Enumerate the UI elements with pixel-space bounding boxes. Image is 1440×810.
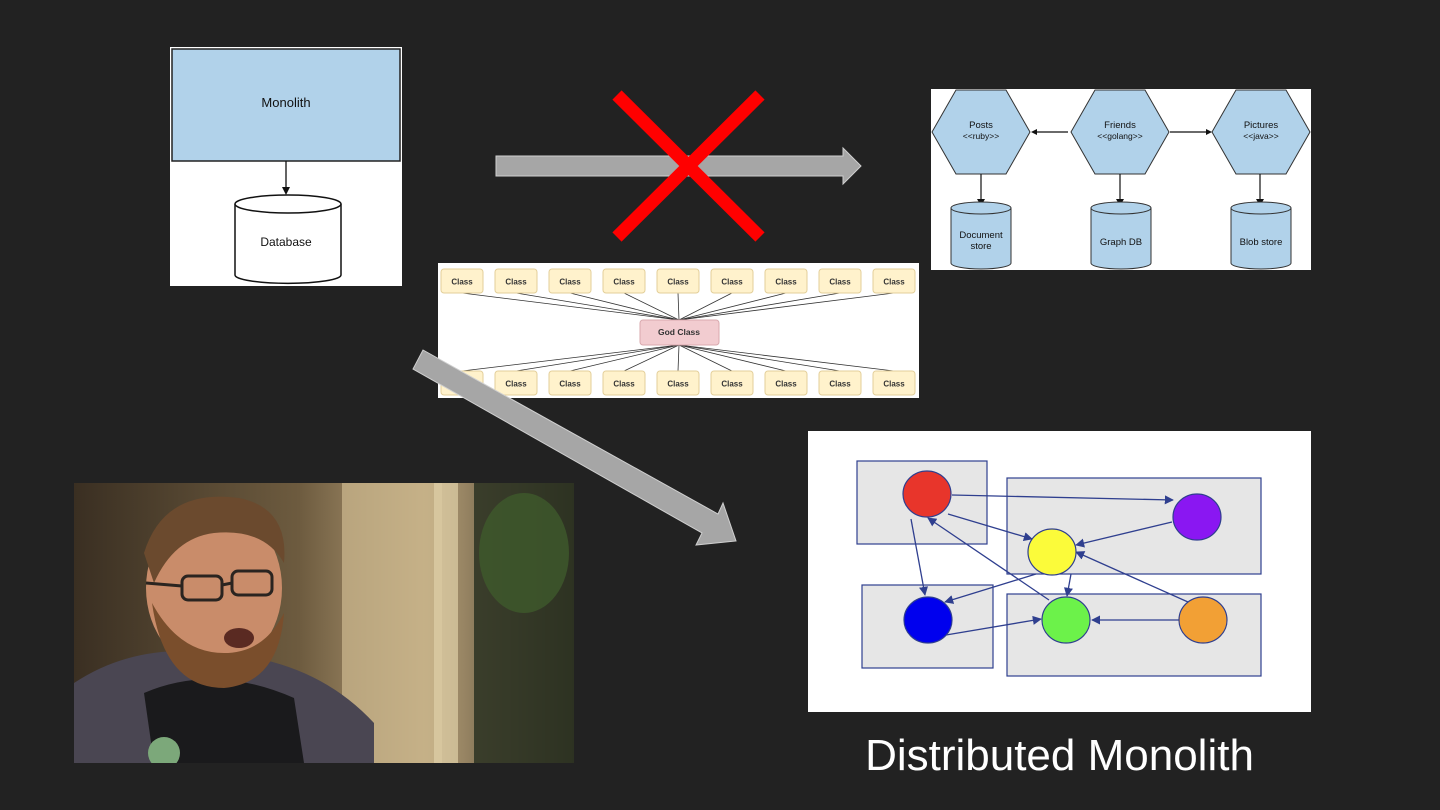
- store-label: Blob store: [1240, 237, 1283, 248]
- dependency-edge: [461, 344, 680, 372]
- service-tech: <<ruby>>: [963, 131, 999, 141]
- dependency-edge: [678, 292, 787, 321]
- node-blue: [903, 596, 953, 644]
- monolith-diagram: Monolith Database: [170, 47, 402, 286]
- class-label: Class: [667, 380, 689, 389]
- dependency-edge: [515, 344, 680, 372]
- dependency-edge: [677, 292, 680, 321]
- service-pictures: Pictures <<java>>: [1211, 89, 1311, 175]
- dependency-edge: [677, 344, 680, 372]
- bottom-class-box: [764, 370, 808, 396]
- store-label-2: store: [970, 241, 991, 252]
- node-green: [1041, 596, 1091, 644]
- bottom-class-box: [494, 370, 538, 396]
- dependency-edge: [678, 344, 787, 372]
- class-label: Class: [667, 278, 689, 287]
- top-class-box: [710, 268, 754, 294]
- dependency-edge: [623, 344, 680, 372]
- service-tech: <<golang>>: [1097, 131, 1142, 141]
- bottom-class-box: [602, 370, 646, 396]
- bottom-class-box: [656, 370, 700, 396]
- store-label: Graph DB: [1100, 237, 1142, 248]
- store-label: Document: [959, 230, 1003, 241]
- class-label: Class: [721, 380, 743, 389]
- top-class-box: [548, 268, 592, 294]
- service-name: Pictures: [1244, 120, 1279, 131]
- class-label: Class: [775, 380, 797, 389]
- service-posts: Posts <<ruby>>: [931, 89, 1031, 175]
- god-class-box: [639, 319, 720, 346]
- class-label: Class: [775, 278, 797, 287]
- class-label: Class: [613, 380, 635, 389]
- datastore-graph: Graph DB: [1090, 201, 1152, 270]
- right-arrow: [495, 146, 862, 186]
- class-label: Class: [829, 278, 851, 287]
- monolith-label: Monolith: [261, 95, 310, 110]
- surprised-man-photo: [74, 483, 574, 763]
- class-label: Class: [505, 380, 527, 389]
- caption: Distributed Monolith: [865, 731, 1254, 780]
- service-name: Friends: [1104, 120, 1136, 131]
- bottom-class-box: [818, 370, 862, 396]
- top-class-box: [602, 268, 646, 294]
- dependency-edge: [569, 344, 680, 372]
- node-purple: [1172, 493, 1222, 541]
- top-class-box: [494, 268, 538, 294]
- microservices-diagram: Posts <<ruby>> Friends <<golang>> Pictur…: [931, 89, 1311, 270]
- node-red: [902, 470, 952, 518]
- service-name: Posts: [969, 120, 993, 131]
- top-class-box: [764, 268, 808, 294]
- bottom-class-box: [710, 370, 754, 396]
- dependency-edge: [515, 292, 680, 321]
- service-tech: <<java>>: [1243, 131, 1278, 141]
- dependency-edge: [678, 344, 733, 372]
- top-class-box: [872, 268, 916, 294]
- class-label: Class: [721, 278, 743, 287]
- class-label: Class: [883, 380, 905, 389]
- class-label: Class: [613, 278, 635, 287]
- distributed-monolith-diagram: [808, 431, 1311, 712]
- class-label: Class: [559, 278, 581, 287]
- class-label: Class: [829, 380, 851, 389]
- top-class-box: [440, 268, 484, 294]
- dependency-edge: [678, 292, 895, 321]
- dependency-edge: [623, 292, 680, 321]
- datastore-blob: Blob store: [1230, 201, 1292, 270]
- monolith-box: [171, 48, 401, 162]
- class-label: Class: [883, 278, 905, 287]
- top-class-box: [656, 268, 700, 294]
- class-label: Class: [559, 380, 581, 389]
- database-cylinder: [234, 194, 342, 285]
- dependency-edge: [678, 292, 841, 321]
- god-class-label: God Class: [658, 327, 700, 337]
- bottom-class-box: [548, 370, 592, 396]
- datastore-document: Document store: [950, 201, 1012, 270]
- top-class-box: [818, 268, 862, 294]
- class-label: Class: [505, 278, 527, 287]
- bottom-class-box: [872, 370, 916, 396]
- node-yellow: [1027, 528, 1077, 576]
- dependency-edge: [678, 344, 841, 372]
- service-friends: Friends <<golang>>: [1070, 89, 1170, 175]
- dependency-edge: [461, 292, 680, 321]
- dependency-edge: [678, 344, 895, 372]
- dependency-edge: [569, 292, 680, 321]
- class-label: Class: [451, 278, 473, 287]
- node-orange: [1178, 596, 1228, 644]
- cross-mark: [612, 90, 765, 242]
- database-label: Database: [260, 235, 312, 249]
- diagonal-arrow: [412, 349, 737, 546]
- dependency-edge: [678, 292, 733, 321]
